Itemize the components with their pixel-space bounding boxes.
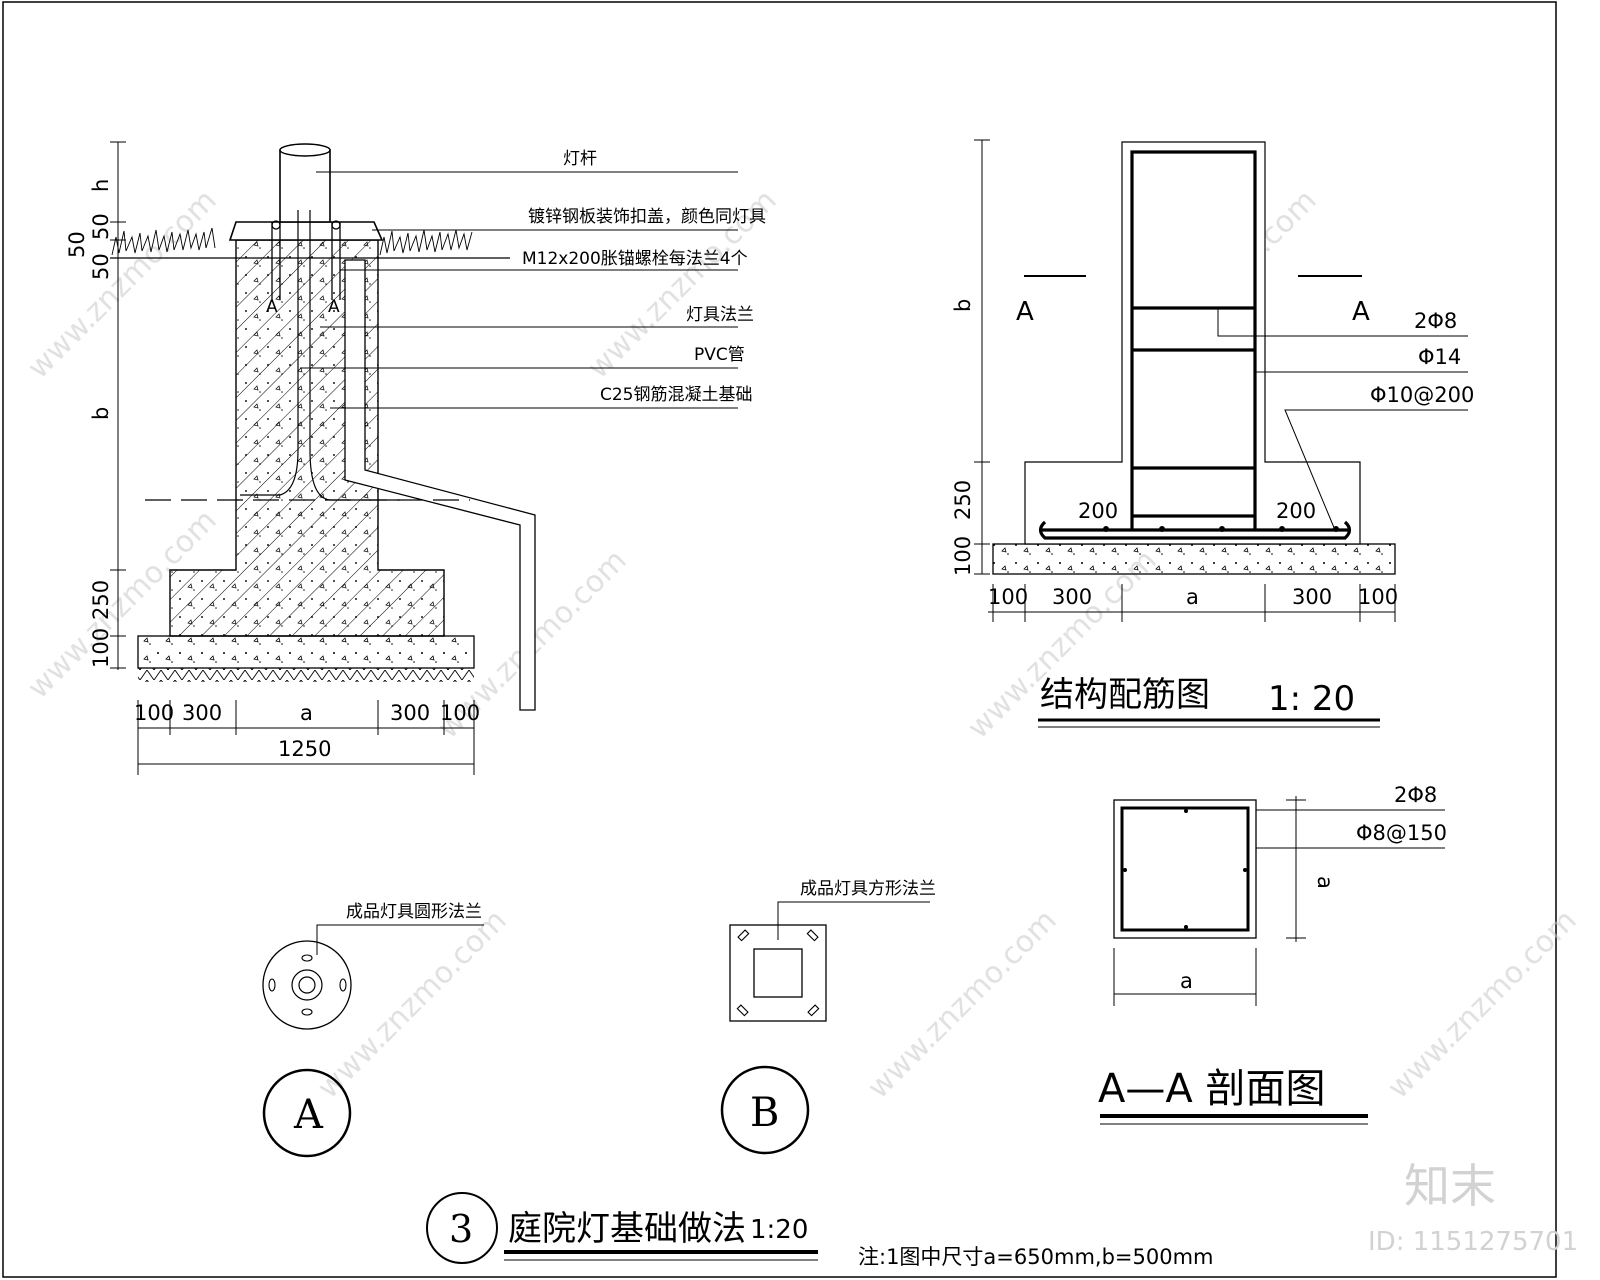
round-flange-label: 成品灯具圆形法兰 — [346, 902, 482, 922]
gravel-base — [137, 635, 475, 669]
section-label-phi8: Φ8@150 — [1356, 821, 1447, 845]
rebar-dim-300-right: 300 — [1292, 585, 1332, 609]
watermark-text: www.znzmo.com — [311, 903, 514, 1106]
section-dim-bottom: a — [1180, 969, 1193, 993]
marker-b-text: B — [750, 1090, 779, 1136]
dim-bottom-100-left: 100 — [134, 701, 174, 725]
label-pole: 灯杆 — [563, 149, 597, 169]
marker-a — [262, 1068, 352, 1158]
section-label-2phi8: 2Φ8 — [1394, 783, 1437, 807]
dim-bottom-300-right: 300 — [390, 701, 430, 725]
rebar-dim-100: 100 — [951, 536, 975, 576]
anchor-mark-left: A — [266, 297, 278, 317]
dim-50b: 50 — [65, 231, 89, 258]
lamp-pole — [279, 149, 331, 223]
soil-hatch — [138, 668, 474, 682]
decor-cover — [228, 221, 384, 241]
rebar-dim-a: a — [1186, 585, 1199, 609]
rebar-scale: 1: 20 — [1268, 679, 1355, 719]
anchor-bolts — [271, 220, 341, 300]
conduit — [344, 259, 536, 711]
watermark-text: www.znzmo.com — [1381, 903, 1584, 1106]
brand-id: ID: 1151275701 — [1368, 1227, 1578, 1257]
dim-total: 1250 — [278, 737, 331, 761]
main-title-scale: 1:20 — [750, 1215, 808, 1245]
rebar-inner-200-right: 200 — [1276, 499, 1316, 523]
marker-b — [720, 1065, 810, 1155]
section-mark-left: A — [1016, 297, 1034, 327]
rebar-inner-200-left: 200 — [1078, 499, 1118, 523]
dim-b: b — [89, 407, 113, 420]
rebar-label-phi14: Φ14 — [1418, 345, 1461, 369]
brand-logo: 知末 — [1404, 1159, 1496, 1213]
square-flange-label: 成品灯具方形法兰 — [800, 879, 936, 899]
rebar-base-gravel — [992, 543, 1396, 575]
main-title: 庭院灯基础做法 — [508, 1209, 746, 1249]
rebar-dim-100-left: 100 — [988, 585, 1028, 609]
dim-50a: 50 — [89, 213, 113, 240]
round-flange — [262, 940, 352, 1030]
rebar-detail: A A 2Φ8 Φ14 Φ10@200 200 200 b 250 100 10… — [951, 139, 1474, 728]
label-cover: 镀锌钢板装饰扣盖，颜色同灯具 — [528, 207, 766, 227]
title-number: 3 — [449, 1207, 473, 1251]
section-title: A—A 剖面图 — [1098, 1066, 1325, 1112]
dim-bottom-a: a — [300, 701, 313, 725]
marker-a-text: A — [293, 1092, 324, 1138]
rebar-dim-100-right: 100 — [1358, 585, 1398, 609]
rebar-cage — [1038, 150, 1352, 540]
grass — [111, 227, 473, 256]
label-pvc: PVC管 — [694, 345, 745, 365]
dim-50c: 50 — [89, 253, 113, 280]
anchor-mark-right: A — [328, 297, 340, 317]
foundation-elevation: A A 灯杆 镀锌钢板装饰扣盖，颜色同灯具 M12x200胀锚螺栓每法兰4个 灯… — [65, 141, 766, 775]
rebar-label-phi10: Φ10@200 — [1370, 383, 1474, 407]
rebar-label-2phi8: 2Φ8 — [1414, 309, 1457, 333]
rebar-dim-250: 250 — [951, 480, 975, 520]
dim-h: h — [89, 179, 113, 192]
dim-250: 250 — [89, 580, 113, 620]
rebar-dim-b: b — [951, 299, 975, 312]
label-flange: 灯具法兰 — [686, 305, 754, 325]
flange-round-detail: 成品灯具圆形法兰 A — [262, 902, 484, 1158]
dim-bottom-100-right: 100 — [440, 701, 480, 725]
main-title-block: 3 庭院灯基础做法 1:20 注:1图中尺寸a=650mm,b=500mm — [426, 1192, 1214, 1269]
title-number-circle — [426, 1192, 498, 1264]
pvc-pipe — [240, 210, 299, 496]
section-aa: 2Φ8 Φ8@150 a a A—A 剖面图 — [1098, 783, 1447, 1125]
section-mark-right: A — [1352, 297, 1370, 327]
sheet-border — [2, 1, 1557, 1278]
dim-100: 100 — [89, 628, 113, 668]
rebar-dim-300-left: 300 — [1052, 585, 1092, 609]
flange-square-detail: 成品灯具方形法兰 B — [720, 879, 936, 1155]
label-bolt: M12x200胀锚螺栓每法兰4个 — [522, 249, 748, 269]
dim-bottom-300-left: 300 — [182, 701, 222, 725]
rebar-outline — [1024, 141, 1361, 545]
leaders — [300, 171, 738, 409]
watermark-text: www.znzmo.com — [21, 183, 224, 386]
section-stirrup — [1120, 806, 1250, 932]
watermark-text: www.znzmo.com — [861, 903, 1064, 1106]
label-concrete: C25钢筋混凝土基础 — [600, 385, 753, 405]
note-text: 注:1图中尺寸a=650mm,b=500mm — [858, 1245, 1214, 1269]
rebar-title: 结构配筋图 — [1040, 675, 1210, 715]
section-outline — [1113, 799, 1257, 939]
section-dim-side: a — [1313, 876, 1337, 889]
